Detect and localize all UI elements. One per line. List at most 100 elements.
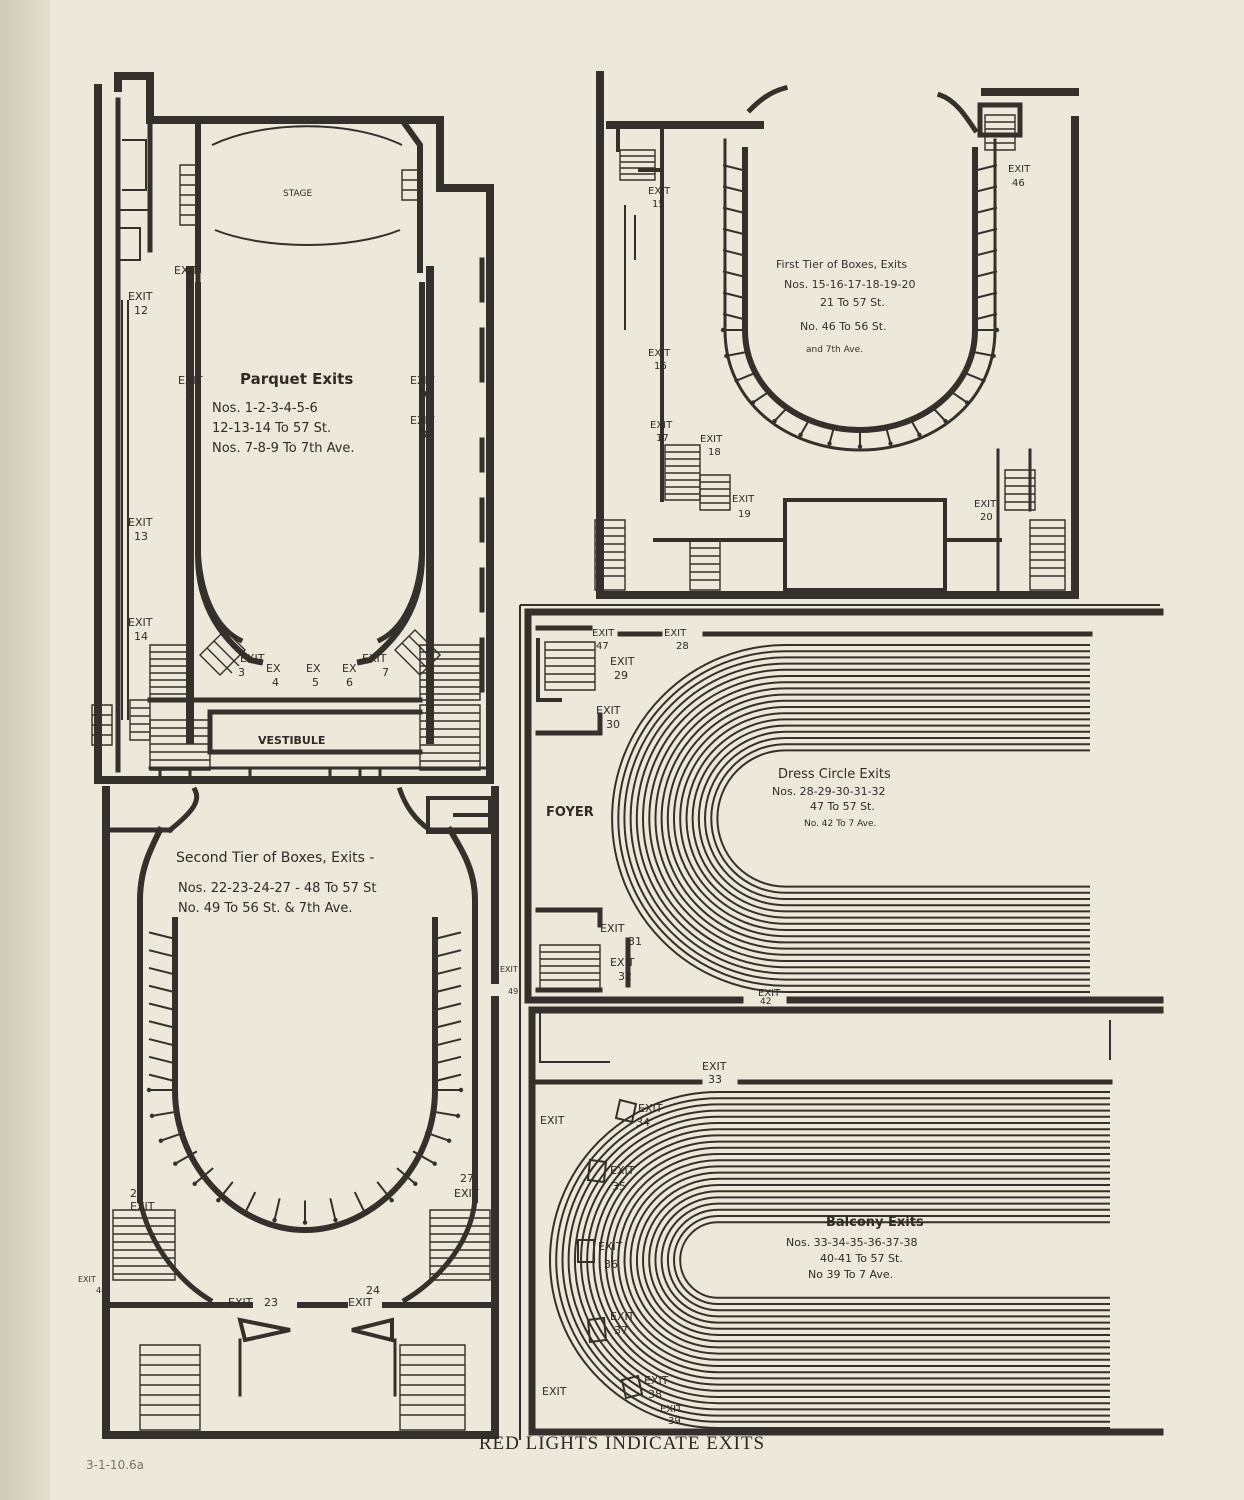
svg-text:EXIT: EXIT (128, 290, 153, 303)
box-partition-mark (329, 1198, 337, 1221)
svg-text:19: 19 (738, 509, 751, 520)
seating-tier-line (623, 656, 1090, 981)
box-partition-mark (353, 1191, 366, 1213)
svg-text:EXIT: EXIT (700, 434, 723, 445)
exit-37: EXIT 37 (610, 1310, 635, 1337)
seating-tier-line (629, 662, 1090, 975)
first-tier-line-3: 21 To 57 St. (820, 296, 885, 309)
box-partition-mark (272, 1217, 277, 1223)
seating-tier-line (555, 1097, 1110, 1423)
svg-text:EXIT: EXIT (78, 1275, 96, 1284)
box-partition-mark (396, 1167, 416, 1185)
exit-8: EXIT 8 (410, 414, 435, 441)
exit-39: EXIT 39 (660, 1404, 683, 1427)
box-partitions (146, 931, 464, 1225)
seating-tier-line (654, 1196, 1110, 1324)
box-partition-mark (146, 1087, 152, 1093)
box-partition-mark (413, 1181, 418, 1186)
exit-27: 27 EXIT (454, 1172, 479, 1200)
box-partition-mark (943, 418, 948, 424)
svg-text:34: 34 (636, 1116, 650, 1129)
seating-tier-line (666, 699, 1090, 938)
svg-text:EX: EX (266, 662, 281, 675)
svg-text:47: 47 (596, 641, 609, 652)
box-partition-mark (917, 432, 922, 438)
exit-28: EXIT 28 (664, 628, 689, 652)
exit-9: EXIT 9 (410, 374, 435, 401)
second-tier-line-2: No. 49 To 56 St. & 7th Ave. (178, 901, 352, 916)
seating-tier-line (642, 1184, 1110, 1336)
svg-text:15: 15 (652, 199, 665, 210)
box-partition-mark (389, 1198, 394, 1203)
exit-7: EXIT 7 (362, 652, 389, 679)
svg-text:22: 22 (130, 1187, 144, 1200)
box-partition-mark (949, 390, 968, 404)
exit-30: EXIT 30 (596, 704, 621, 731)
box-partition-mark (722, 227, 746, 236)
svg-text:EXIT: EXIT (650, 420, 673, 431)
first-tier-walls (596, 71, 1079, 599)
box-partition-mark (720, 327, 726, 333)
first-tier-line-4: No. 46 To 56 St. (800, 320, 887, 333)
box-partition-mark (974, 227, 998, 236)
box-partition-mark (446, 1138, 452, 1143)
exit-lights-caption: RED LIGHTS INDICATE EXITS (478, 1433, 766, 1454)
box-partitions (720, 164, 1000, 449)
seating-tier-line (704, 737, 1090, 900)
exit-16: EXIT 16 (648, 348, 671, 372)
seating-tier-line (648, 681, 1090, 956)
svg-text:EXIT: EXIT (240, 652, 265, 665)
exit-2: EXIT 2 (178, 374, 203, 401)
box-partition-mark (173, 1161, 178, 1166)
svg-text:48: 48 (96, 1286, 106, 1295)
second-tier-boxes-horseshoe (146, 917, 464, 1234)
seating-tier-line (716, 749, 1090, 888)
box-partition-mark (244, 1191, 257, 1213)
svg-text:EXIT: EXIT (454, 1187, 479, 1200)
svg-text:35: 35 (612, 1180, 626, 1193)
seating-tier-line (648, 1190, 1110, 1330)
exit-32: EXIT 32 (610, 956, 635, 983)
box-partition-mark (148, 1055, 176, 1065)
box-partition-mark (434, 1038, 462, 1047)
exit-34: EXIT 34 (636, 1102, 663, 1129)
svg-text:EXIT: EXIT (648, 348, 671, 359)
pencil-annotation: 3-1-10.6a (86, 1458, 145, 1472)
exit-47: EXIT 47 (592, 628, 615, 652)
box-partition-mark (974, 270, 998, 278)
svg-text:EX: EX (342, 662, 357, 675)
exit-38: EXIT 38 (644, 1374, 669, 1401)
svg-text:EXIT: EXIT (542, 1385, 567, 1398)
box-partition-mark (722, 312, 746, 321)
box-partition-mark (930, 405, 947, 422)
box-partition-mark (148, 1020, 176, 1029)
box-partition-mark (194, 1167, 214, 1185)
box-partition-mark (857, 444, 863, 449)
second-tier-line-1: Nos. 22-23-24-27 - 48 To 57 St (178, 881, 376, 896)
box-partition-mark (434, 1020, 462, 1029)
box-partition-mark (174, 1150, 198, 1165)
svg-text:EXIT: EXIT (128, 616, 153, 629)
parquet-vestibule (147, 697, 492, 784)
dress-circle-texts: FOYER Dress Circle Exits Nos. 28-29-30-3… (546, 628, 891, 1007)
box-partition-mark (963, 371, 984, 382)
svg-text:1: 1 (186, 278, 193, 291)
balcony-walls (528, 1006, 1164, 1436)
first-tier-plan: First Tier of Boxes, Exits Nos. 15-16-17… (594, 71, 1079, 599)
box-partition-mark (828, 425, 836, 444)
exit-12: EXIT 12 (128, 290, 153, 317)
svg-text:5: 5 (312, 676, 319, 689)
svg-text:3: 3 (238, 666, 245, 679)
exit-18: EXIT 18 (700, 434, 723, 458)
parquet-auditorium-walls (186, 266, 434, 744)
dress-circle-line-1: Nos. 28-29-30-31-32 (772, 785, 886, 798)
svg-text:EXIT: EXIT (644, 1374, 669, 1387)
box-partition-mark (734, 378, 739, 383)
svg-text:EXIT: EXIT (610, 956, 635, 969)
seating-tier-line (617, 650, 1090, 987)
svg-text:EXIT: EXIT (660, 1404, 683, 1415)
box-partition-mark (148, 1073, 176, 1083)
parquet-stage (179, 117, 423, 273)
box-partition-mark (722, 249, 746, 257)
second-tier-stairs (112, 1209, 491, 1431)
